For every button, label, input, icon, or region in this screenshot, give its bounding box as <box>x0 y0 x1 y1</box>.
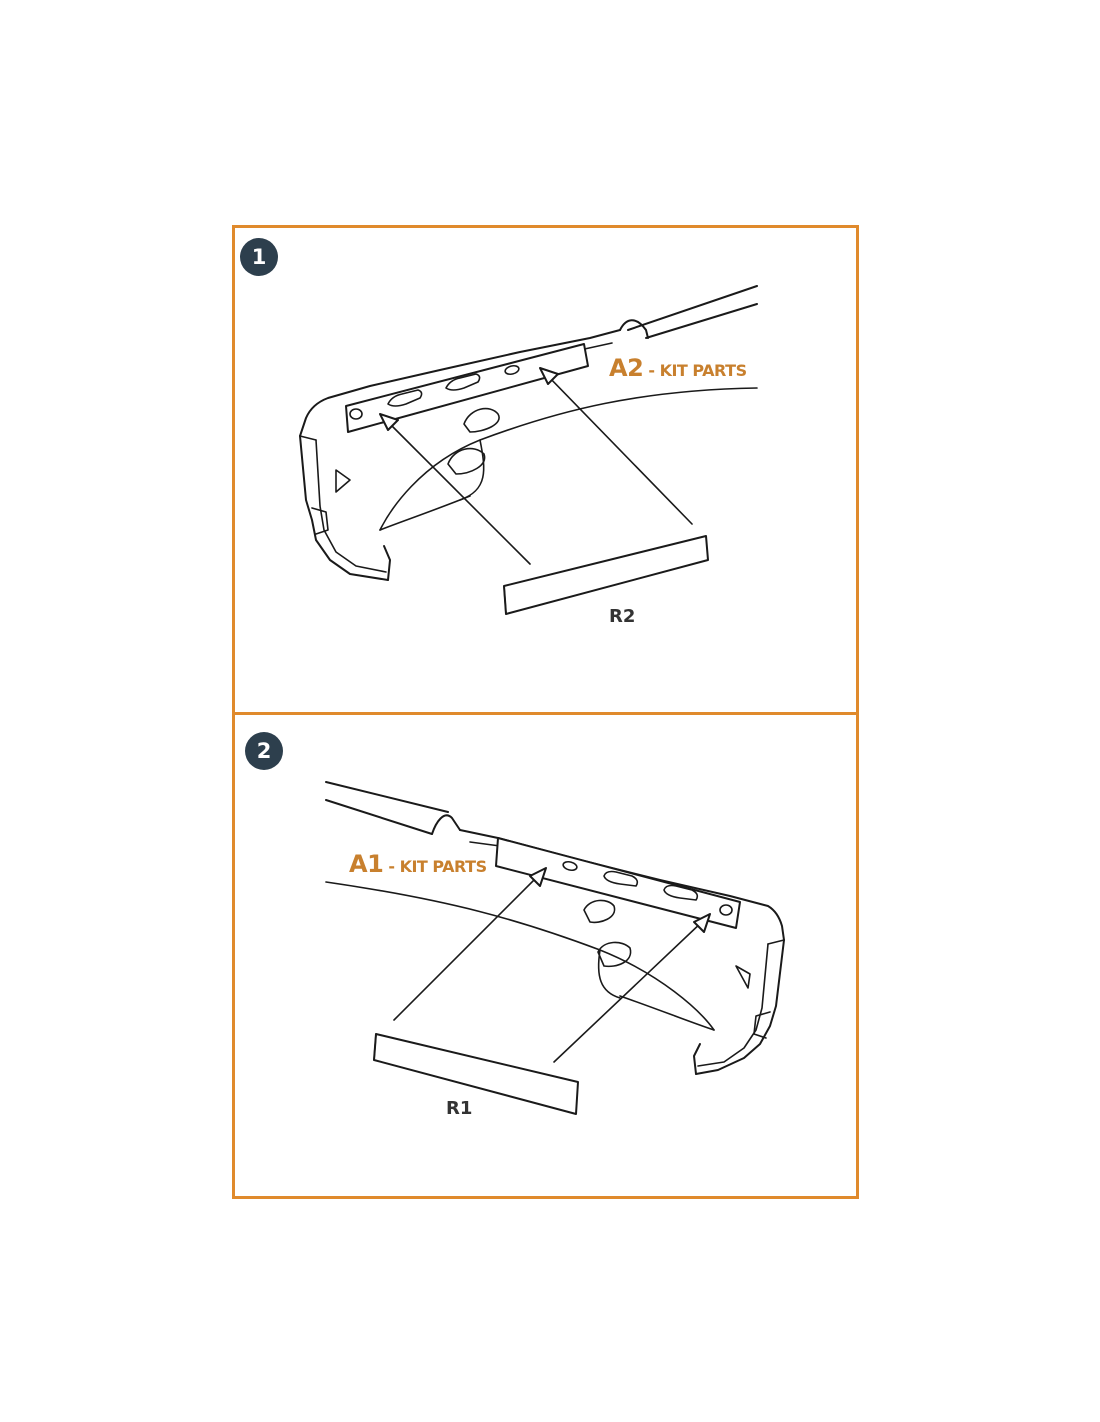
step-1-mount-plate <box>345 343 589 433</box>
step-2-badge: 2 <box>245 732 283 770</box>
step-1-rail-end <box>619 319 649 339</box>
step-2-kit-parts-label: A1 - KIT PARTS <box>349 850 487 878</box>
step-1-parts-suffix: - KIT PARTS <box>648 361 747 380</box>
step-1-badge: 1 <box>240 238 278 276</box>
step-2-rail-bottom-edge <box>325 799 433 835</box>
step-2-parts-suffix: - KIT PARTS <box>388 857 487 876</box>
step-2-rail-top-edge <box>325 781 449 813</box>
step-2-strip-r1 <box>373 1033 579 1115</box>
step-1-kit-parts-label: A2 - KIT PARTS <box>609 354 747 382</box>
step-1-rail-bottom-edge <box>645 303 758 339</box>
step-2-part-id: R1 <box>446 1098 473 1119</box>
step-1-part-id: R2 <box>609 606 636 627</box>
step-2-parts-code: A1 <box>349 850 384 878</box>
step-1-parts-code: A2 <box>609 354 644 382</box>
step-1-rail-top-edge <box>627 285 758 331</box>
step-divider <box>232 712 859 715</box>
